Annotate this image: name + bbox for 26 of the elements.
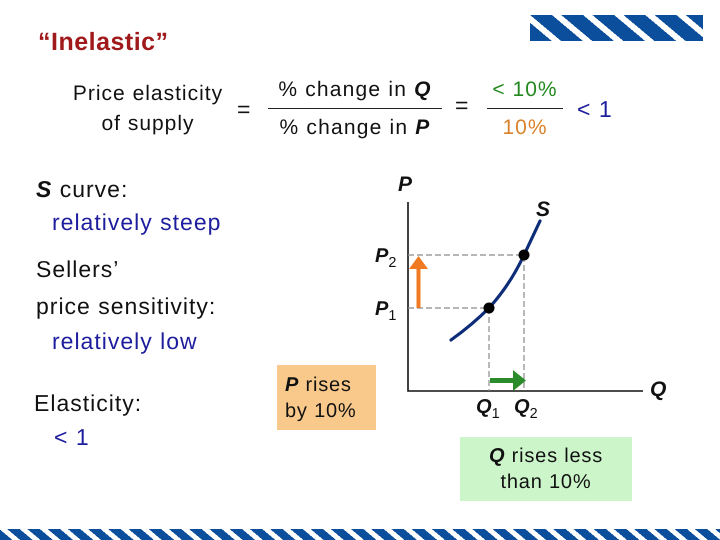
axis-label: P — [398, 172, 412, 198]
callout-box — [460, 437, 632, 501]
denominator-text: % change in P — [278, 115, 432, 140]
sensitivity-heading: Sellers’ — [36, 256, 120, 284]
axis-label: Q — [650, 377, 666, 402]
equals-sign: = — [237, 96, 250, 124]
quantity-tick-label: Q$_{2}$ — [514, 395, 538, 424]
numerator-text: % change in Q — [277, 77, 433, 102]
sensitivity-description: relatively low — [52, 328, 198, 356]
ratio-result: < 1 — [577, 96, 613, 124]
formula-label: Price elasticity of supply — [72, 81, 224, 137]
callout-box — [277, 365, 376, 430]
callout-text: P rises by 10% — [285, 372, 358, 424]
slide-title: “Inelastic” — [38, 27, 169, 57]
price-tick-label: P$_{2}$ — [375, 244, 396, 272]
equals-sign: = — [455, 92, 468, 120]
elasticity-heading: Elasticity: — [34, 390, 142, 418]
callout-text: Q rises less than 10% — [488, 444, 604, 495]
elasticity-value: < 1 — [54, 424, 90, 452]
quantity-tick-label: Q$_{1}$ — [476, 395, 500, 424]
curve-heading: S curve: — [36, 176, 128, 204]
price-tick-label: P$_{1}$ — [375, 297, 396, 326]
curve-description: relatively steep — [52, 209, 222, 237]
numerator-value: < 10% — [491, 77, 559, 102]
sensitivity-heading: price sensitivity: — [36, 293, 216, 321]
denominator-value: 10% — [501, 115, 549, 140]
